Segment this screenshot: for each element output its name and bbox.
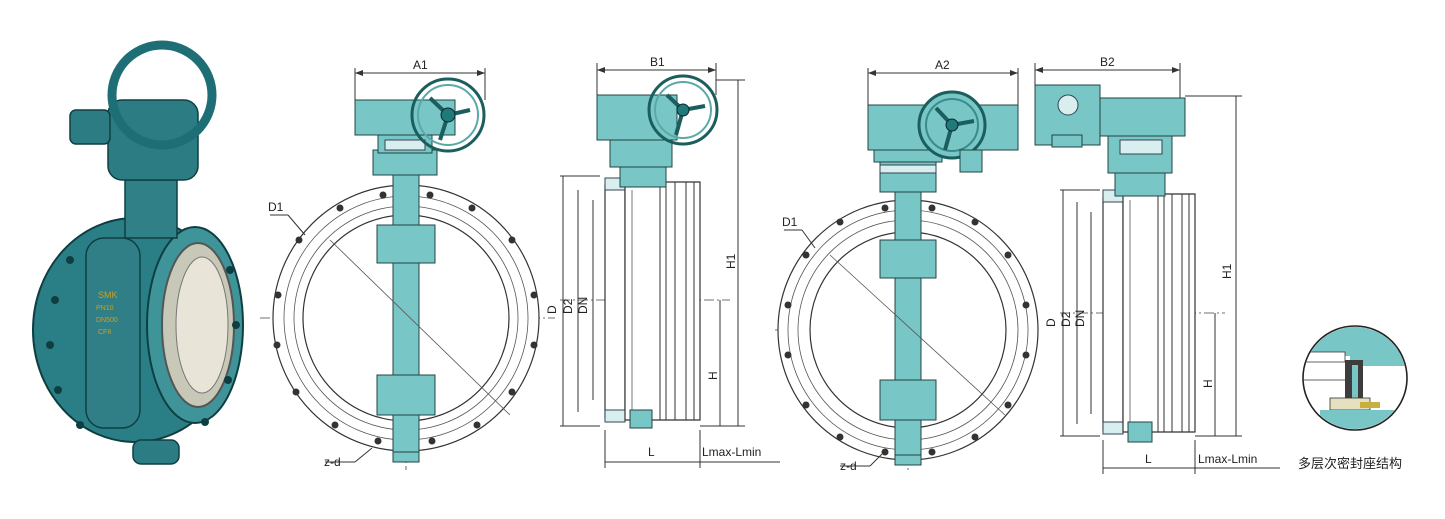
side-view-1: B1 D D2 DN H1 H L Lmax-Lmin xyxy=(545,55,780,468)
nameplate-text-1: SMK xyxy=(98,290,118,300)
dim-label-zd-left: z-d xyxy=(324,455,341,469)
dim-label-l-left: L xyxy=(648,445,655,459)
side-view-2: B2 D D2 DN H1 H L Lmax-Lmin xyxy=(1034,55,1280,474)
dim-label-zd-right: z-d xyxy=(840,459,857,473)
nameplate-text-2: PN10 xyxy=(96,305,114,312)
dim-label-h-left: H xyxy=(706,371,720,380)
dim-label-lmaxmin-right: Lmax-Lmin xyxy=(1198,452,1257,466)
valve-photo: SMK PN10 DN500 CF8 xyxy=(32,40,244,465)
dim-label-h-right: H xyxy=(1201,379,1215,388)
front-view-2: A2 D1 z-d xyxy=(775,58,1040,473)
dim-label-d2-right: D2 xyxy=(1059,311,1073,327)
dim-label-a2: A2 xyxy=(935,58,950,72)
seal-detail: 多层次密封座结构 xyxy=(1298,325,1408,472)
dim-label-d1-right: D1 xyxy=(782,215,798,229)
seal-structure-caption: 多层次密封座结构 xyxy=(1298,456,1402,472)
nameplate-text-3: DN500 xyxy=(96,317,118,324)
dim-label-dn-left: DN xyxy=(576,297,590,314)
dim-label-l-right: L xyxy=(1145,452,1152,466)
dim-label-a1: A1 xyxy=(413,58,428,72)
dim-label-b2: B2 xyxy=(1100,55,1115,69)
dim-label-h1-right: H1 xyxy=(1220,263,1234,279)
nameplate-text-4: CF8 xyxy=(98,329,111,336)
dim-label-d-right: D xyxy=(1044,318,1058,327)
dim-label-dn-right: DN xyxy=(1073,310,1087,327)
front-view-1: A1 D1 z-d xyxy=(260,58,555,470)
dim-label-d-left: D xyxy=(545,305,559,314)
dim-label-lmaxmin-left: Lmax-Lmin xyxy=(702,445,761,459)
dim-label-d2-left: D2 xyxy=(561,298,575,314)
dim-label-h1-left: H1 xyxy=(724,253,738,269)
dim-label-b1: B1 xyxy=(650,55,665,69)
dim-label-d1-left: D1 xyxy=(268,200,284,214)
